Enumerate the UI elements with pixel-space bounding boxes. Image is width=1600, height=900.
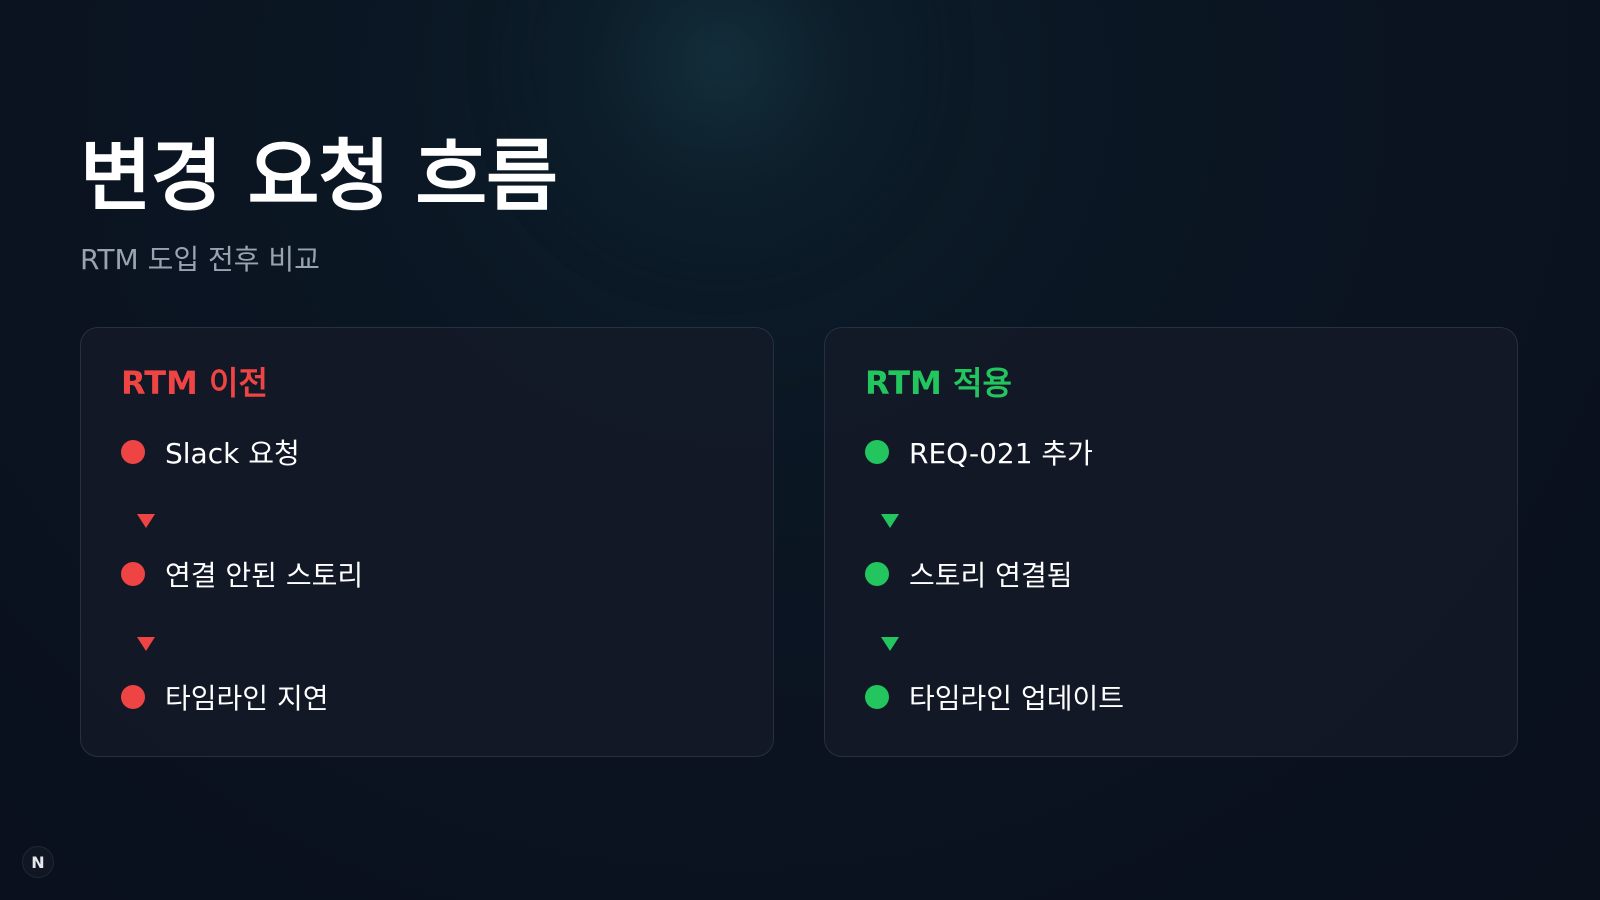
after-step-1: REQ-021 추가 [865, 432, 1093, 472]
before-step-2: 연결 안된 스토리 [121, 554, 363, 594]
after-step-2: 스토리 연결됨 [865, 554, 1072, 594]
after-rtm-card: RTM 적용 REQ-021 추가 스토리 연결됨 타임라인 업데이트 [824, 327, 1518, 757]
down-arrow-icon [137, 637, 155, 651]
down-arrow-icon [881, 637, 899, 651]
slide-title: 변경 요청 흐름 [80, 132, 558, 222]
after-step-1-label: REQ-021 추가 [909, 437, 1093, 470]
after-step-3: 타임라인 업데이트 [865, 677, 1124, 717]
after-step-2-label: 스토리 연결됨 [909, 559, 1073, 592]
before-card-title: RTM 이전 [121, 364, 268, 402]
red-dot-icon [121, 440, 145, 464]
before-rtm-card: RTM 이전 Slack 요청 연결 안된 스토리 타임라인 지연 [80, 327, 774, 757]
red-dot-icon [121, 685, 145, 709]
down-arrow-icon [881, 514, 899, 528]
green-dot-icon [865, 685, 889, 709]
background-glow [530, 0, 910, 250]
before-step-3-label: 타임라인 지연 [165, 682, 329, 715]
after-card-title: RTM 적용 [865, 364, 1012, 402]
logo-letter: N [31, 852, 45, 872]
slide-subtitle: RTM 도입 전후 비교 [80, 243, 320, 276]
before-step-1: Slack 요청 [121, 432, 300, 472]
down-arrow-icon [137, 514, 155, 528]
n-logo-icon[interactable]: N [22, 846, 54, 878]
after-step-3-label: 타임라인 업데이트 [909, 682, 1124, 715]
before-step-2-label: 연결 안된 스토리 [165, 559, 364, 592]
green-dot-icon [865, 440, 889, 464]
red-dot-icon [121, 562, 145, 586]
green-dot-icon [865, 562, 889, 586]
before-step-1-label: Slack 요청 [165, 437, 300, 470]
before-step-3: 타임라인 지연 [121, 677, 328, 717]
